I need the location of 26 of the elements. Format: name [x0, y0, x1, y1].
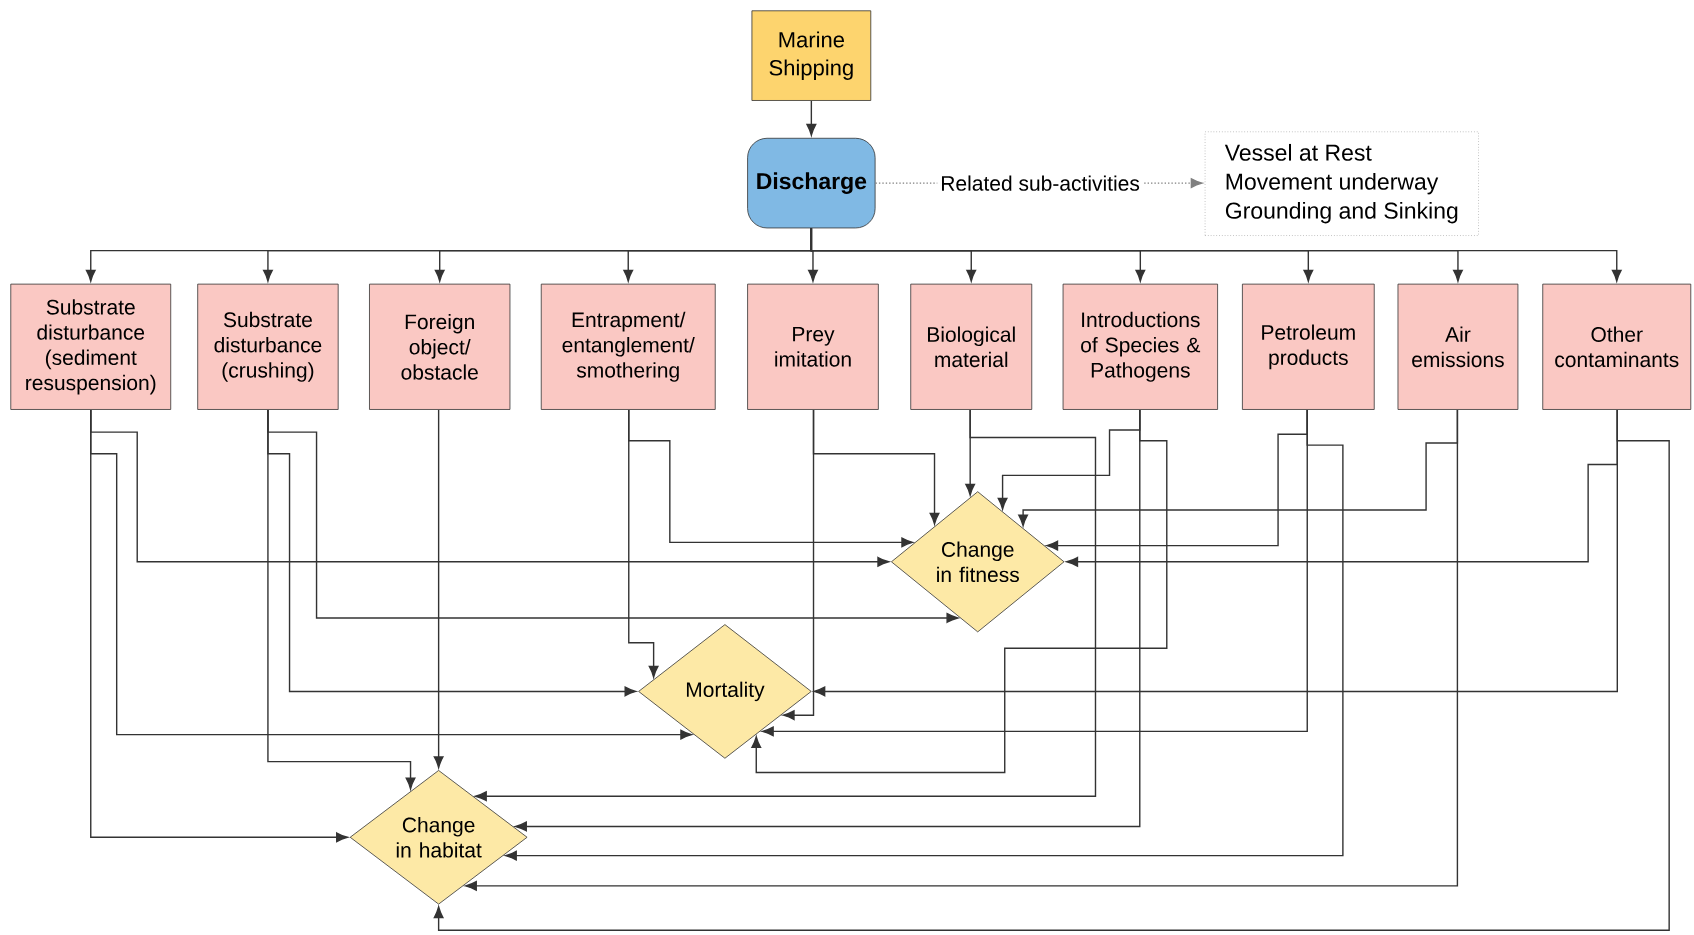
stressor-box: Other contaminants	[1542, 283, 1692, 411]
arrow	[515, 409, 1141, 832]
stressor-box: Petroleum products	[1242, 283, 1375, 411]
stressor-box: Substrate disturbance (crushing)	[197, 283, 339, 411]
stressor-box: Prey imitation	[747, 283, 879, 411]
arrow	[505, 409, 1344, 861]
arrow	[267, 409, 416, 790]
arrow	[433, 409, 1670, 932]
stressor-box: Foreign object/ obstacle	[369, 283, 511, 411]
arrow	[806, 100, 817, 137]
stressor-box: Air emissions	[1397, 283, 1519, 411]
arrow	[628, 409, 659, 678]
arrow	[90, 409, 348, 843]
stressor-box: Entrapment/ entanglement/ smothering	[540, 283, 716, 411]
stressor-box: Introductions of Species & Pathogens	[1062, 283, 1218, 411]
arrow	[474, 409, 1097, 802]
stressor-box: Substrate disturbance (sediment resuspension)	[10, 283, 172, 411]
edge-label: Related sub-activities	[937, 172, 1143, 195]
arrow	[782, 409, 815, 721]
arrow	[810, 227, 1622, 282]
arrow	[465, 409, 1459, 892]
process-box: Discharge	[747, 138, 876, 229]
stressor-box: Biological material	[910, 283, 1033, 411]
sub-activity-box: Vessel at Rest Movement underway Grounding and Sinking	[1204, 131, 1479, 237]
activity-box: Marine Shipping	[751, 10, 872, 102]
arrow	[433, 409, 444, 769]
